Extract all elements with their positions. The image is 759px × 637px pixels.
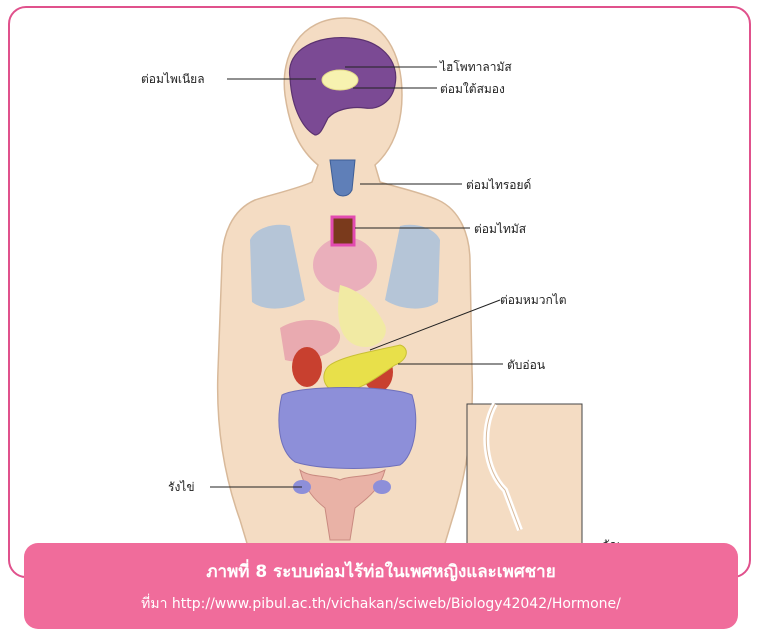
caption-box: ภาพที่ 8 ระบบต่อมไร้ท่อในเพศหญิงและเพศชา… — [24, 543, 738, 629]
thymus-organ — [332, 217, 354, 245]
caption-source: ที่มา http://www.pibul.ac.th/vichakan/sc… — [24, 593, 738, 615]
label-pancreas: ตับอ่อน — [507, 356, 545, 375]
label-thymus: ต่อมไทมัส — [474, 220, 526, 239]
label-hypothalamus: ไฮโพทาลามัส — [440, 58, 512, 77]
label-pituitary: ต่อมใต้สมอง — [440, 80, 505, 99]
label-ovary: รังไข่ — [168, 478, 195, 497]
caption-title: ภาพที่ 8 ระบบต่อมไร้ท่อในเพศหญิงและเพศชา… — [24, 558, 738, 585]
intestines — [279, 388, 416, 469]
label-thyroid: ต่อมไทรอยด์ — [466, 176, 531, 195]
left-kidney — [292, 347, 322, 387]
thyroid-organ — [330, 160, 355, 196]
right-ovary — [373, 480, 391, 494]
label-pineal: ต่อมไพเนียล — [141, 70, 205, 89]
label-adrenal: ต่อมหมวกไต — [500, 291, 567, 310]
